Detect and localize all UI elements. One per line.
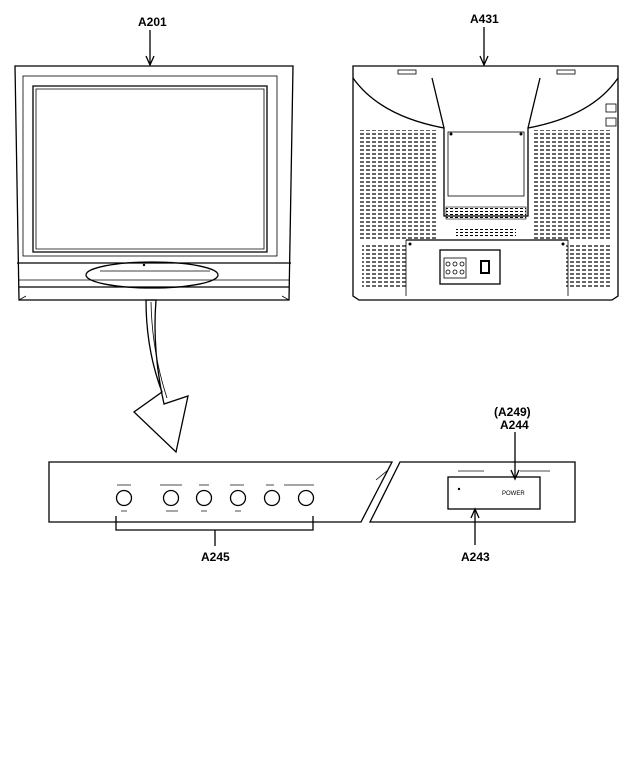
button-channel-up	[263, 489, 281, 507]
control-panel-detail: POWER	[48, 461, 576, 546]
label-a431-text: A431	[470, 12, 499, 26]
label-a431: A431	[470, 12, 499, 67]
label-a245-text: A245	[201, 550, 230, 564]
arrow-down-curved-icon	[132, 299, 189, 454]
label-a201: A201	[138, 15, 167, 67]
label-a244-text: A244	[500, 418, 529, 432]
screen	[32, 85, 268, 253]
label-a245: A245	[201, 550, 230, 564]
label-a201-text: A201	[138, 15, 167, 29]
vent-grille-left	[360, 130, 436, 240]
label-a243: A243	[461, 507, 490, 564]
front-tv	[14, 65, 294, 301]
label-a249-text: (A249)	[494, 405, 531, 419]
button-menu	[115, 489, 133, 507]
rear-tv	[352, 65, 619, 301]
neck-panel	[447, 131, 525, 197]
label-a243-text: A243	[461, 550, 490, 564]
button-volume-down	[162, 489, 180, 507]
control-door	[85, 261, 219, 289]
vent-grille-right	[534, 130, 610, 240]
power-text: POWER	[502, 491, 525, 497]
power-window: POWER	[447, 470, 550, 510]
jack-panel	[439, 249, 501, 285]
label-a249-a244: (A249) A244	[494, 405, 531, 481]
button-channel-extra	[297, 489, 315, 507]
control-buttons	[115, 484, 315, 512]
button-channel-down	[229, 489, 247, 507]
bracket-line-icon	[115, 516, 314, 546]
button-volume-up	[195, 489, 213, 507]
